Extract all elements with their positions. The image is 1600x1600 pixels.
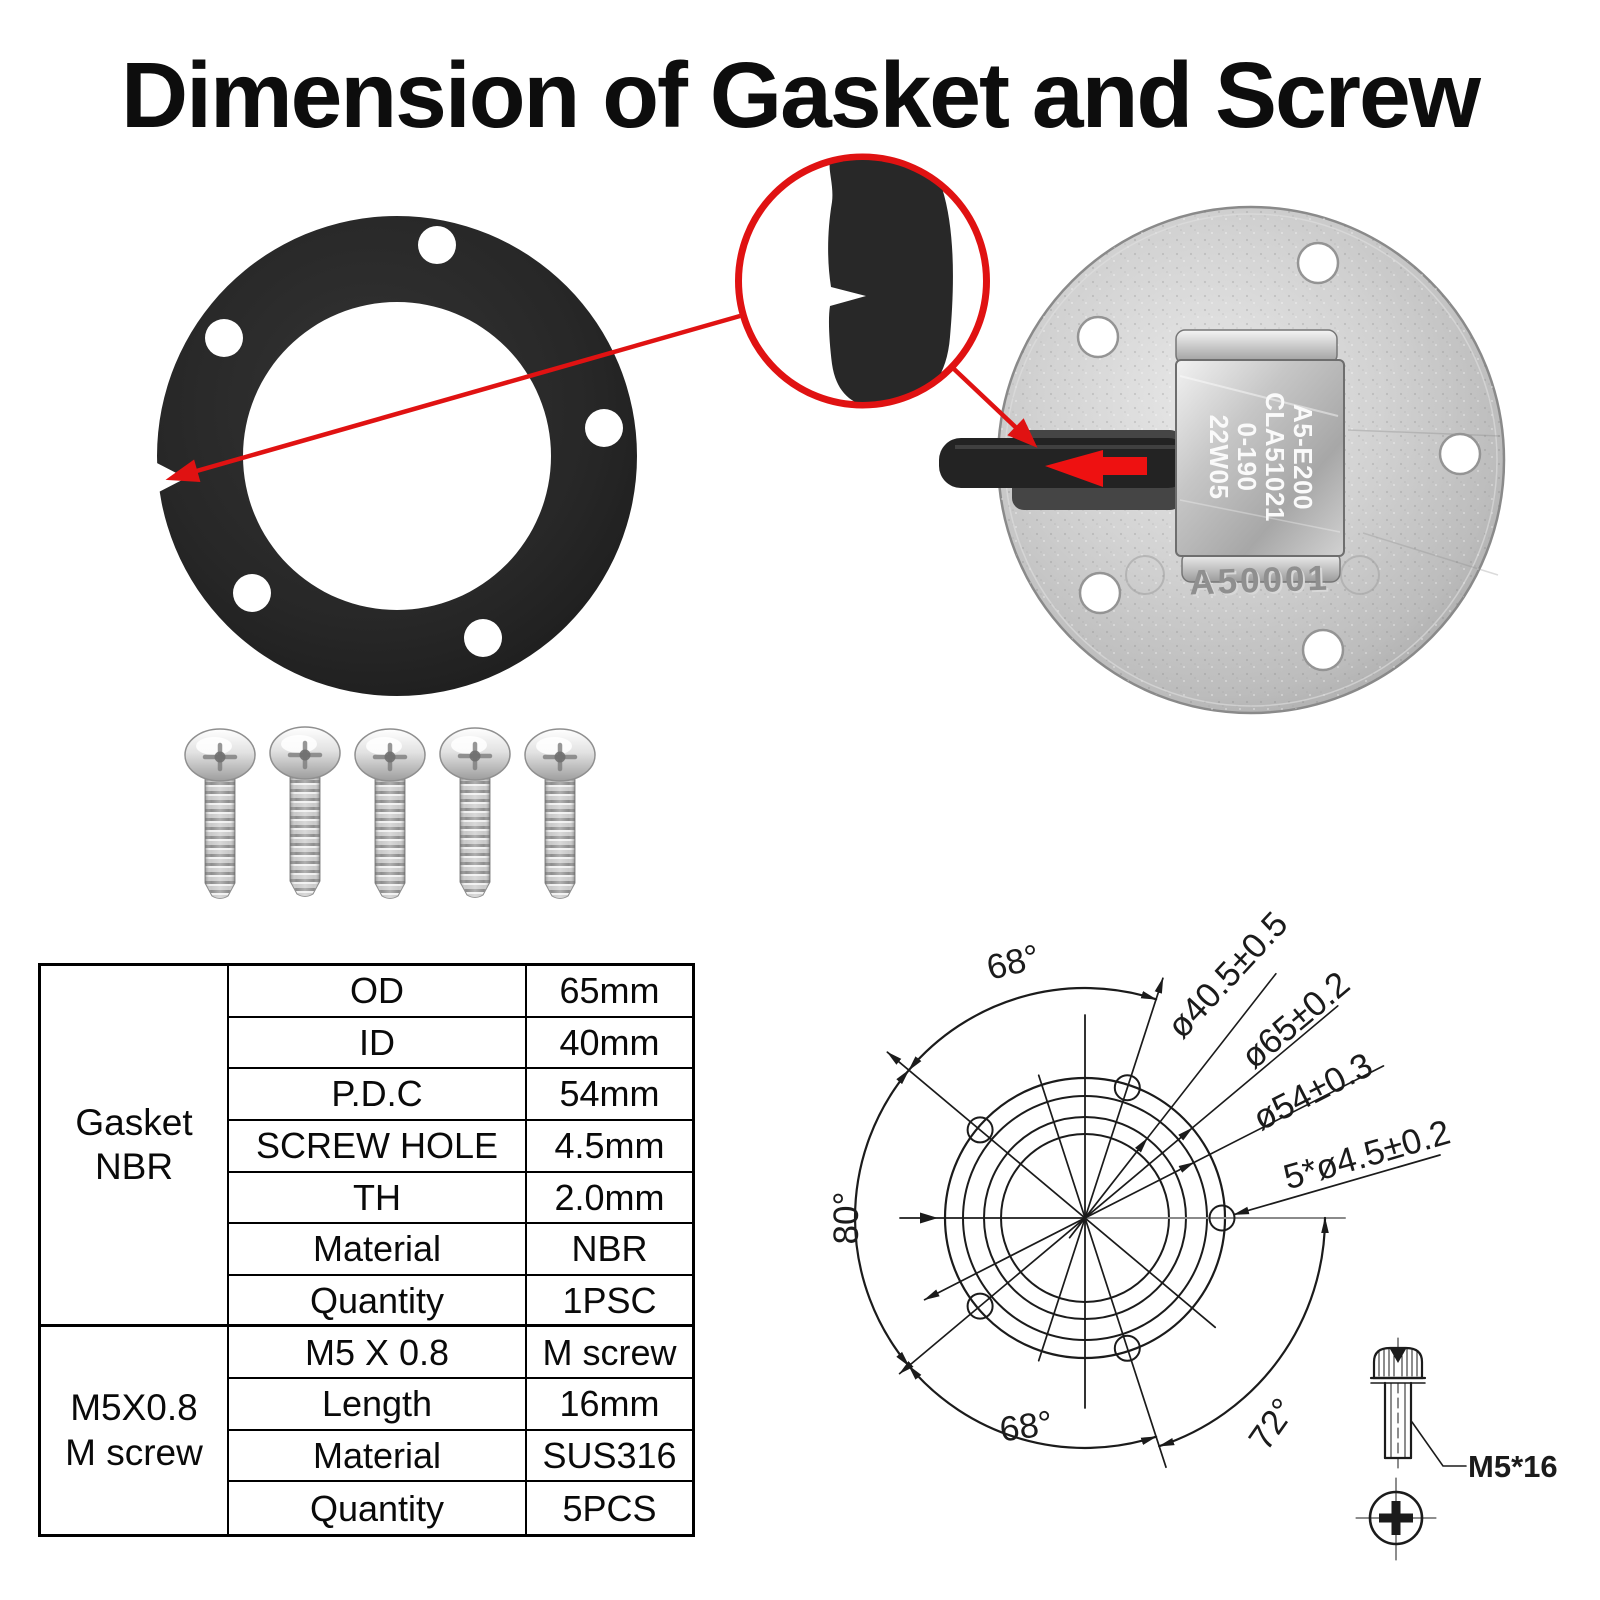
label-line: A5-E200 <box>1288 404 1318 510</box>
flange-hole <box>1078 571 1122 615</box>
gasket-ring <box>157 216 637 696</box>
screw-side-view <box>1369 1337 1467 1473</box>
notch-zoom-circle <box>735 153 990 409</box>
flange-hole <box>1301 628 1345 672</box>
flange-hole <box>1296 241 1340 285</box>
spec-value: 2.0mm <box>527 1173 692 1225</box>
screw <box>185 729 255 899</box>
screw-size-label: M5*16 <box>1468 1449 1558 1484</box>
spec-param: SCREW HOLE <box>229 1120 527 1173</box>
direction-arrow <box>1045 450 1147 487</box>
spec-value: 4.5mm <box>527 1121 692 1173</box>
spec-param: Material <box>229 1224 527 1276</box>
screw <box>525 729 595 899</box>
group-label-gasket: Gasket NBR <box>41 966 229 1328</box>
spec-param: OD <box>229 966 527 1018</box>
gasket-photo <box>153 216 637 696</box>
flange-stamp: A50001 A50001 <box>1189 559 1333 605</box>
sender-label-plate <box>1175 359 1345 557</box>
group-label-line: NBR <box>94 1146 174 1188</box>
dim-label-4-5: 5*ø4.5±0.2 <box>1279 1113 1454 1198</box>
spec-value: SUS316 <box>527 1431 692 1483</box>
spec-value: 65mm <box>527 966 692 1018</box>
spec-value: 16mm <box>527 1379 692 1431</box>
spec-value: 5PCS <box>562 1487 657 1529</box>
screws-photo <box>160 698 660 908</box>
svg-text:A50001: A50001 <box>1191 560 1333 604</box>
group-label-line: Gasket <box>75 1101 193 1143</box>
spec-value: 1PSC <box>527 1276 692 1328</box>
spec-param: Length <box>229 1379 527 1431</box>
group-label-line: M5X0.8 <box>70 1387 198 1429</box>
spec-param: Material <box>229 1430 527 1483</box>
label-line: 0-190 <box>1232 423 1262 492</box>
spec-param: TH <box>229 1172 527 1225</box>
angle-label-left: 80° <box>827 1192 866 1245</box>
dimension-drawing: ø40.5±0.5 ø65±0.2 ø54±0.3 5*ø4.5±0.2 68°… <box>827 904 1558 1561</box>
angle-label-bottom: 68° <box>997 1404 1055 1450</box>
screw <box>355 729 425 899</box>
spec-value: M screw <box>527 1327 692 1380</box>
flange-photo: A5-E200 CLA51021 0-190 22W05 A50001 A500… <box>939 205 1506 715</box>
label-line: 22W05 <box>1204 415 1234 500</box>
svg-text:A50001: A50001 <box>1189 559 1331 603</box>
group-label-screw: M5X0.8 M screw <box>41 1327 229 1534</box>
spec-value: 40mm <box>527 1018 692 1070</box>
spec-table: Gasket NBR OD 65mm ID 40mm P.D.C 54mm SC… <box>38 963 695 1537</box>
spec-param: ID <box>229 1017 527 1070</box>
spec-value: 54mm <box>527 1069 692 1121</box>
angle-label-right: 72° <box>1241 1391 1303 1457</box>
screw <box>440 728 510 898</box>
screw <box>270 727 340 897</box>
plate-tab-top <box>1175 329 1338 365</box>
flange-hole <box>1076 315 1120 359</box>
page-title: Dimension of Gasket and Screw <box>120 43 1481 147</box>
group-label-line: M screw <box>65 1431 203 1473</box>
angle-label-top: 68° <box>983 937 1044 988</box>
label-line: CLA51021 <box>1260 392 1290 522</box>
spec-param: Quantity <box>229 1482 527 1534</box>
spec-value: NBR <box>527 1224 692 1276</box>
spec-param: Quantity <box>229 1275 527 1328</box>
screw-top-view <box>1355 1477 1437 1561</box>
spec-param: P.D.C <box>229 1069 527 1121</box>
notch-zoom-blob <box>828 160 953 402</box>
flange-holes <box>1076 241 1482 672</box>
flange-hole <box>1438 432 1482 476</box>
sender-label-text: A5-E200 CLA51021 0-190 22W05 <box>1204 392 1318 522</box>
spec-param: M5 X 0.8 <box>229 1327 527 1380</box>
